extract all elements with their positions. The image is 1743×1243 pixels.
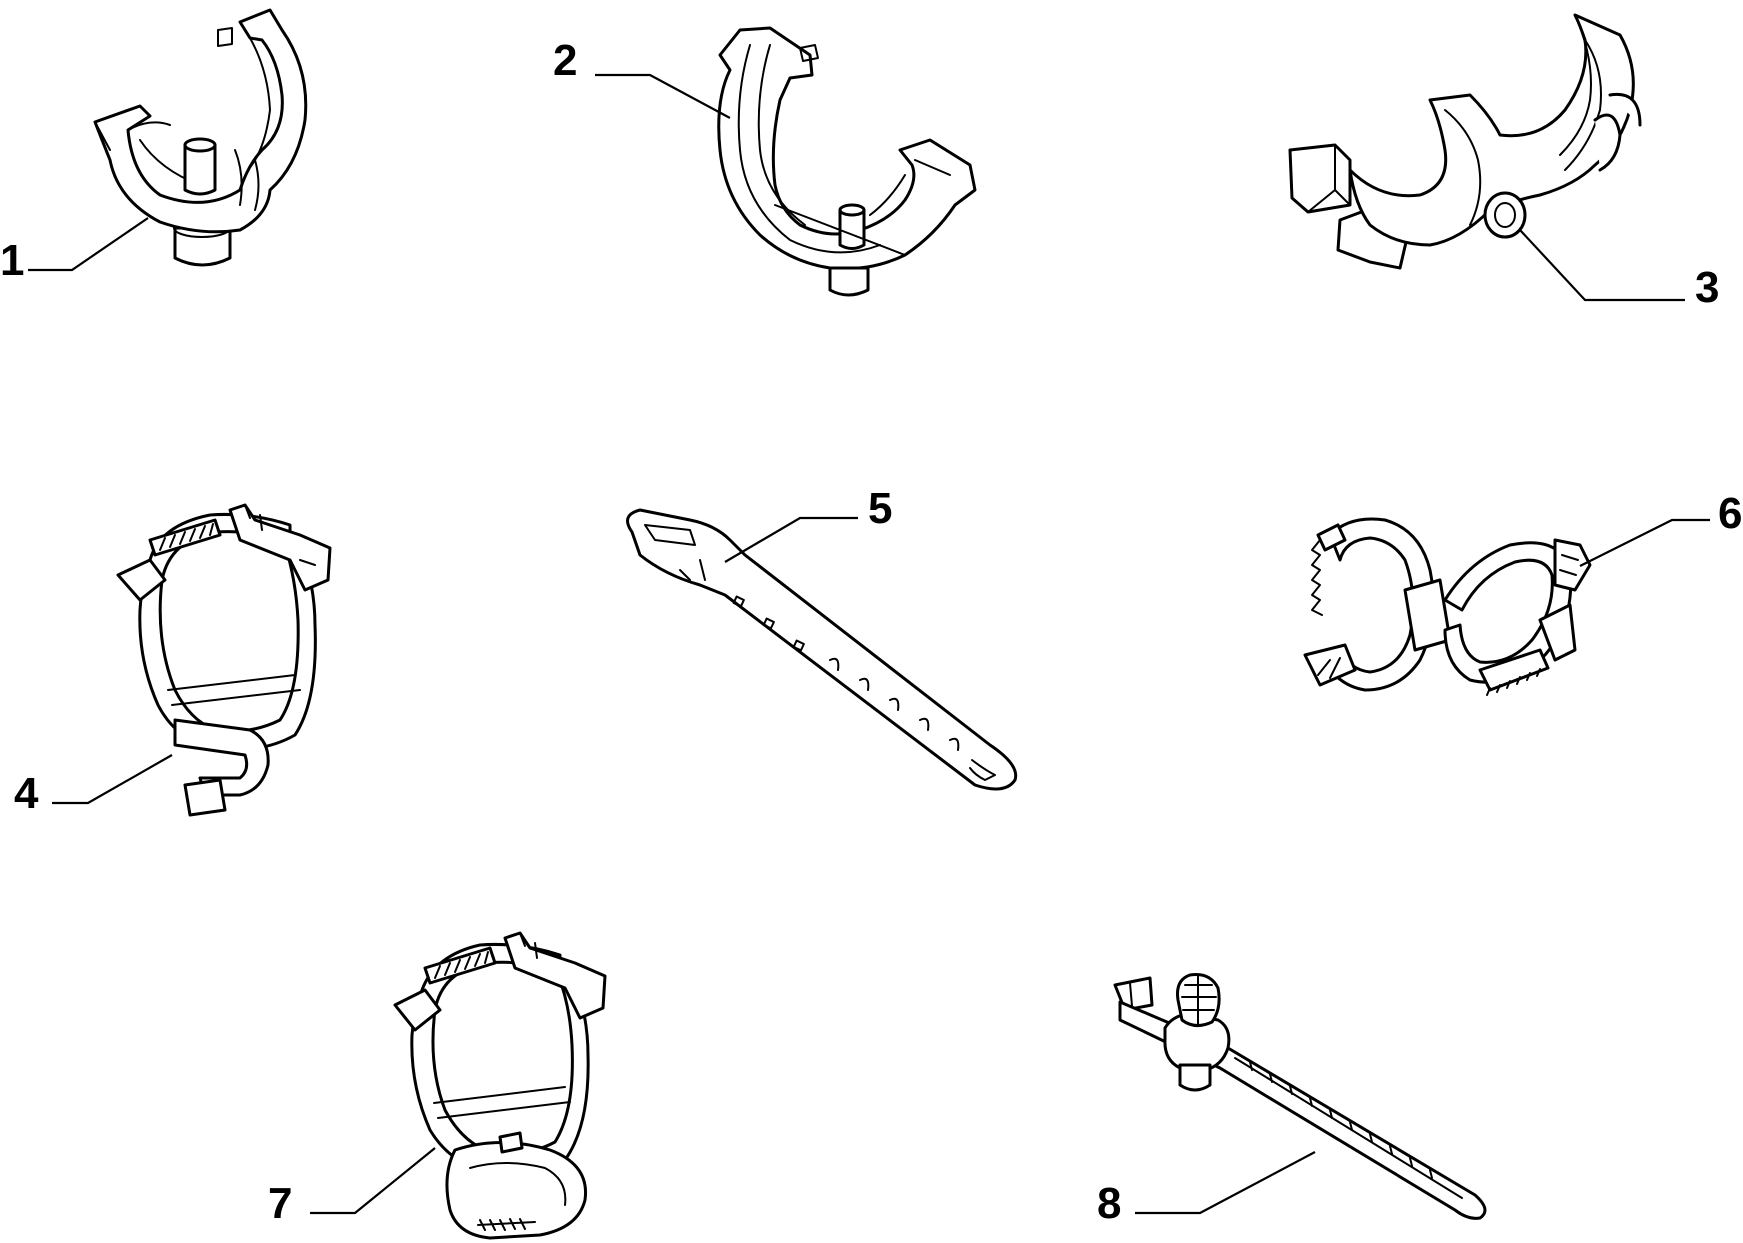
leader-line-7 — [310, 1147, 436, 1215]
callout-6: 6 — [1718, 489, 1742, 538]
leader-line-3 — [1519, 229, 1685, 302]
pipe-bracket-with-stud-icon — [93, 8, 308, 267]
callout-8: 8 — [1097, 1179, 1121, 1228]
callout-4: 4 — [14, 769, 39, 818]
cable-tie-with-anchor-icon — [1113, 973, 1487, 1220]
callout-1: 1 — [0, 236, 24, 285]
u-bracket-with-stud-icon — [717, 26, 977, 297]
perforated-strap-icon — [626, 508, 1018, 791]
leader-line-2 — [595, 73, 731, 119]
callout-7: 7 — [268, 1179, 292, 1228]
ratchet-hose-clamp-icon — [116, 503, 332, 817]
callout-2: 2 — [553, 36, 577, 85]
leader-line-1 — [28, 217, 149, 272]
leader-line-4 — [52, 754, 173, 805]
leader-line-5 — [724, 516, 858, 563]
callout-3: 3 — [1695, 263, 1719, 312]
callout-5: 5 — [868, 484, 892, 533]
leader-line-6 — [1579, 518, 1710, 567]
ratchet-clamp-with-oval-clip-icon — [393, 931, 607, 1240]
leader-line-8 — [1135, 1151, 1316, 1215]
double-ring-clamp-icon — [1303, 517, 1592, 696]
double-saddle-clip-icon — [1288, 13, 1642, 270]
